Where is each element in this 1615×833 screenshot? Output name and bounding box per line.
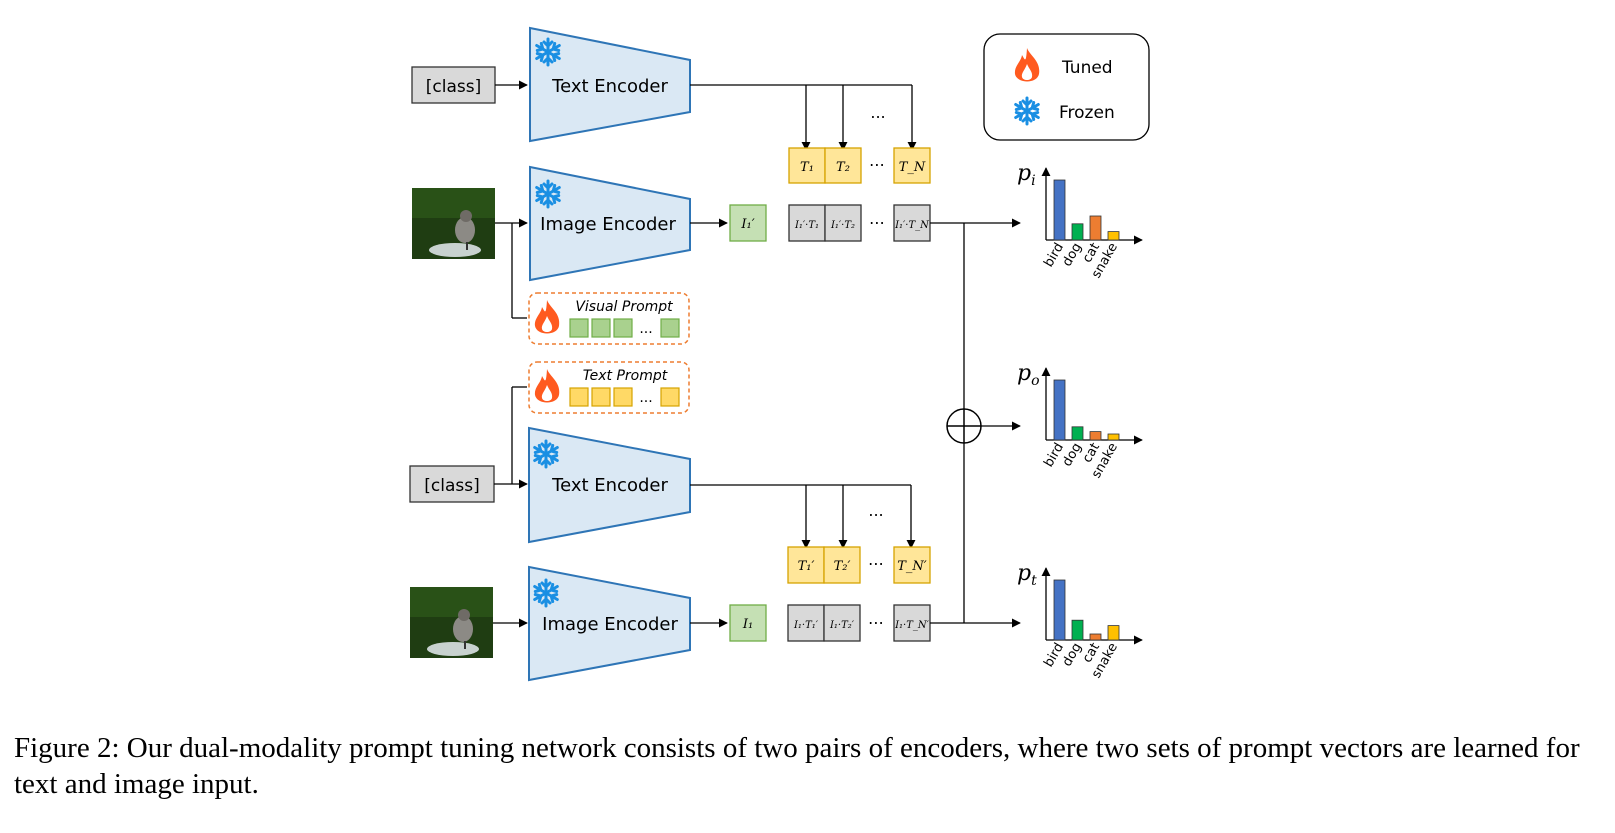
bar-dog — [1071, 426, 1084, 441]
legend-box — [983, 33, 1150, 141]
bar-cat — [1089, 431, 1102, 441]
bird-image — [410, 587, 493, 658]
chart-label-subscript: o — [1031, 373, 1039, 389]
bar-bird — [1053, 379, 1066, 441]
class-input-label: [class] — [426, 77, 481, 97]
text-feature-1-label: T₁′ — [798, 559, 815, 574]
ellipsis: ⋯ — [869, 155, 885, 174]
flame-icon — [534, 369, 560, 403]
ellipsis: ... — [870, 103, 885, 122]
legend-frozen-label: Frozen — [1059, 103, 1115, 123]
legend: Tuned Frozen — [983, 33, 1150, 141]
similarity-cell — [823, 604, 861, 642]
text-feature-1-label: T₁ — [800, 160, 814, 175]
ellipsis: ... — [639, 321, 652, 337]
bar-bird — [1053, 179, 1066, 241]
bar-snake — [1107, 231, 1120, 241]
bar-cat — [1089, 633, 1102, 641]
text-prompt-vectors — [569, 387, 680, 407]
bar-snake — [1107, 625, 1120, 641]
bar-cat — [1089, 215, 1102, 241]
image-encoder-top — [529, 165, 691, 282]
text-feature-n — [893, 147, 931, 184]
ellipsis: ... — [639, 390, 652, 406]
text-encoder-label: Text Encoder — [551, 76, 668, 97]
image-feature-bottom — [729, 604, 767, 642]
text-feature-2 — [823, 546, 861, 584]
flame-icon — [534, 300, 560, 334]
text-feature-1 — [787, 546, 825, 584]
text-feature-2-label: T₂′ — [834, 559, 851, 574]
similarity-label: I₁·T_N′ — [894, 620, 930, 631]
class-input-box — [409, 465, 495, 503]
class-input-box — [411, 66, 496, 104]
chart-label: pi — [1017, 161, 1036, 189]
network-diagram: [class] Text Encoder ... T₁ T₂ ⋯ T_N — [409, 26, 1150, 682]
legend-tuned-label: Tuned — [1061, 58, 1113, 78]
ellipsis: ⋯ — [869, 213, 885, 232]
image-encoder-bottom — [528, 565, 691, 682]
image-encoder-label: Image Encoder — [542, 614, 678, 635]
bar-snake — [1107, 433, 1120, 441]
bar-bird — [1053, 579, 1066, 641]
similarity-cell — [893, 204, 931, 242]
text-encoder-label: Text Encoder — [551, 475, 668, 496]
top-branch: [class] Text Encoder ... T₁ T₂ ⋯ T_N — [411, 26, 1021, 345]
image-feature-label: I₁ — [742, 617, 753, 632]
text-feature-2-label: T₂ — [836, 160, 850, 175]
image-encoder-label: Image Encoder — [540, 214, 676, 235]
chart-label-subscript: i — [1031, 173, 1035, 189]
text-prompt-box — [528, 361, 690, 414]
bar-dog — [1071, 223, 1084, 241]
ellipsis: ⋯ — [868, 613, 884, 632]
ellipsis: ⋯ — [868, 554, 884, 573]
ellipsis: ... — [868, 501, 883, 520]
text-feature-1 — [788, 147, 826, 184]
visual-prompt-box — [528, 292, 690, 345]
figure-caption: Figure 2: Our dual-modality prompt tunin… — [14, 732, 1580, 800]
similarity-cell — [787, 604, 825, 642]
similarity-label: I₁′·T_N — [894, 220, 930, 231]
text-feature-n-label: T_N′ — [897, 559, 927, 574]
ensemble-connector — [946, 223, 1021, 623]
bar-dog — [1071, 619, 1084, 641]
text-prompt-label: Text Prompt — [583, 368, 668, 384]
text-encoder-bottom — [528, 426, 691, 544]
similarity-cell — [824, 204, 862, 242]
similarity-label: I₁′·T₂ — [830, 220, 855, 231]
text-encoder-top — [529, 26, 691, 143]
similarity-label: I₁′·T₁ — [794, 220, 819, 231]
class-input-label: [class] — [424, 476, 479, 496]
image-feature-top — [729, 204, 767, 242]
similarity-label: I₁·T₁′ — [793, 620, 819, 631]
text-feature-n-label: T_N — [899, 160, 926, 175]
bird-image — [412, 188, 495, 259]
text-feature-2 — [824, 147, 862, 184]
bottom-branch: Text Prompt ... [class] Text Encoder ...… — [409, 361, 1021, 682]
visual-prompt-vectors — [569, 318, 680, 338]
image-feature-label: I₁′ — [740, 217, 754, 232]
similarity-label: I₁·T₂′ — [829, 620, 855, 631]
chart-label: po — [1017, 361, 1040, 389]
chart-label-subscript: t — [1031, 573, 1037, 589]
chart-label: pt — [1017, 561, 1037, 589]
text-feature-n — [893, 546, 931, 584]
visual-prompt-label: Visual Prompt — [575, 299, 673, 315]
